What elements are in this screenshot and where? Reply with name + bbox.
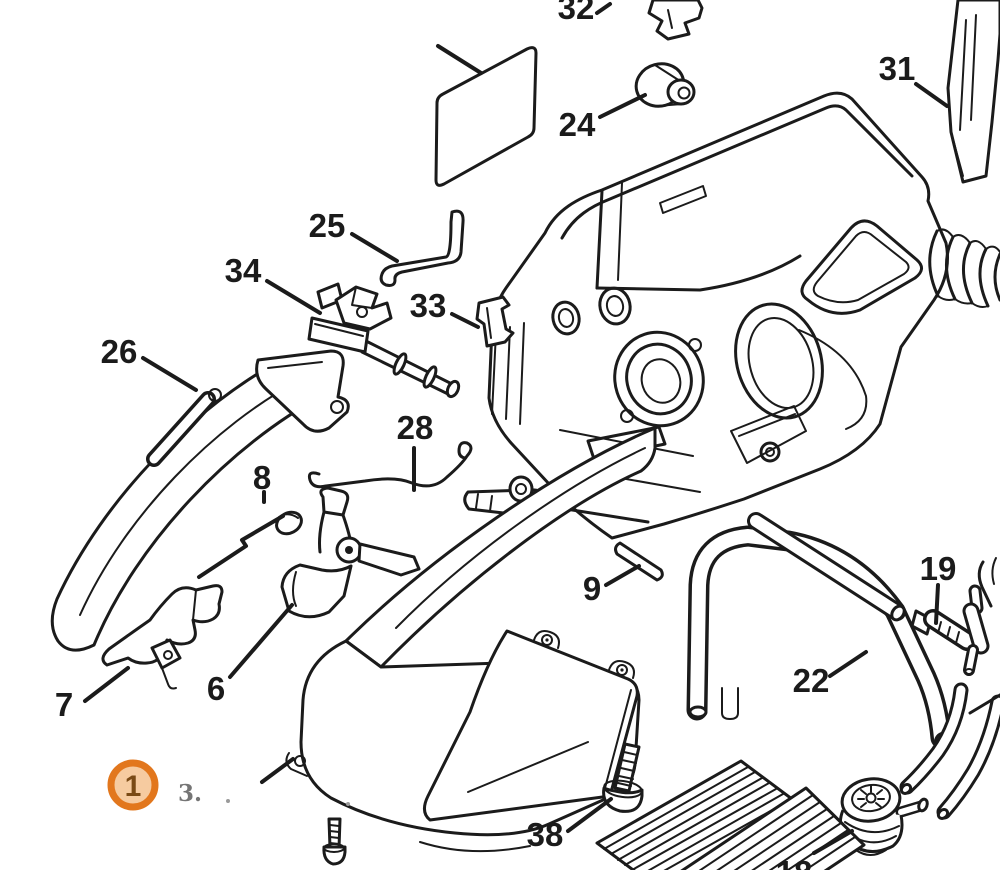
plate-bolt-ear-2 [608,660,635,679]
callout-7-label: 7 [55,686,73,723]
callout-24-label: 24 [559,106,596,143]
right-edge-leader [968,693,1000,715]
shroud-inner-line [560,104,914,240]
faint-dot [346,802,350,806]
leader-32 [595,2,612,15]
pivot-pin-9 [614,541,664,582]
callout-3-faint-label: 3. [178,780,202,807]
main-housing [463,91,949,540]
filter-spokes [857,785,885,808]
shroud-notch [659,185,707,214]
callout-38-label: 38 [527,816,564,853]
leader-26 [141,356,198,392]
callout-6-label: 6 [207,670,225,707]
faint-dot [226,799,230,803]
leader-7 [83,666,130,703]
callout-34-label: 34 [225,252,262,289]
leader-19 [934,583,940,625]
retainer-clip-32 [647,0,704,41]
bellows [928,228,1000,308]
leader-6 [228,603,294,679]
callout-19-label: 19 [920,550,957,587]
shroud-bottom-line [595,254,802,292]
leader-34 [265,279,322,315]
plate-bolt-ear-1 [533,630,560,649]
callout-33-label: 33 [410,287,447,324]
callout-32-label: 32 [558,0,595,26]
callout-28-label: 28 [397,409,434,446]
hanging-hoses [899,682,1000,820]
leader-1 [260,757,295,784]
spring-wire-28 [307,441,473,489]
grip-pad [595,759,866,870]
callout-9-label: 9 [583,570,601,607]
callout-26-label: 26 [101,333,138,370]
callout-22-label: 22 [793,662,830,699]
throttle-trigger [280,486,421,619]
callout-31-label: 31 [879,50,916,87]
grommet-24 [634,62,696,108]
part-1-marker[interactable]: 1 [107,759,159,811]
shroud-front-edge-2 [617,182,623,281]
rear-grip-slot [800,219,923,315]
handle-molding [255,349,350,433]
part-1-marker-ring[interactable] [107,759,159,811]
fuel-hose-19 [747,512,1000,820]
fuel-filter-18 [838,777,929,856]
small-pin-under-plate [721,687,739,720]
part-1-marker-number[interactable]: 1 [125,770,142,803]
leader-33 [450,312,480,329]
callout-8-label: 8 [253,459,271,496]
leader-9 [604,564,641,587]
leader-18 [812,829,854,855]
cut-part-right-edge [977,560,993,608]
clip-33 [475,295,515,348]
leader-24 [598,93,647,119]
front-handle [50,349,350,652]
leader-lines [83,2,949,855]
bolt-ring-right [598,286,632,326]
trigger-interlock-lever [101,584,224,690]
callout-25-label: 25 [309,207,346,244]
leader-22 [828,650,868,678]
hand-guard-bracket-25 [379,209,465,287]
t-fitting [962,584,990,676]
bolt-ring-left [551,300,581,336]
shroud-front-edge [595,189,604,290]
callout-18-label: 18 [776,854,813,870]
throttle-shaft-34 [307,282,461,399]
tank-cover-plate [423,629,739,822]
leader-25 [350,232,399,263]
washer-part-8 [275,510,303,536]
screw-38 [602,742,644,813]
leader-31 [914,82,949,108]
screw-small-bottom [322,817,347,866]
part-31-blade [946,0,1000,184]
label-plate [434,44,538,187]
label-plate-leader [436,44,483,75]
leader-38 [566,797,613,833]
callout-labels: 32 24 25 34 33 26 28 8 6 7 9 31 19 22 38… [55,0,957,870]
leader-8b [197,514,285,579]
carb-flange-rings [613,330,705,428]
